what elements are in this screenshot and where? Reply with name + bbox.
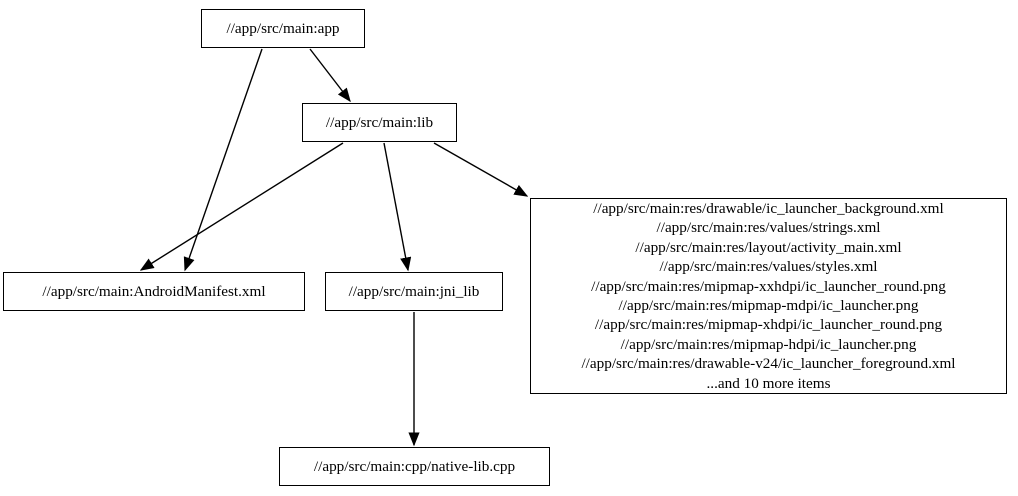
node-res-bundle[interactable]: //app/src/main:res/drawable/ic_launcher_… — [530, 198, 1007, 394]
node-app-label: //app/src/main:app — [226, 19, 340, 37]
graph-edge-lib-to-res_bundle — [433, 142, 529, 197]
graph-edge-lib-to-jni_lib — [383, 142, 412, 272]
node-jni-lib[interactable]: //app/src/main:jni_lib — [325, 272, 503, 311]
res-bundle-line-1: //app/src/main:res/values/strings.xml — [656, 219, 881, 237]
res-bundle-line-6: //app/src/main:res/mipmap-xhdpi/ic_launc… — [594, 316, 943, 334]
graph-edges — [139, 48, 529, 447]
graph-edge-lib-to-manifest — [139, 142, 344, 271]
node-native-lib-cpp[interactable]: //app/src/main:cpp/native-lib.cpp — [279, 447, 550, 486]
node-res-bundle-label: //app/src/main:res/drawable/ic_launcher_… — [577, 199, 959, 393]
res-bundle-line-5: //app/src/main:res/mipmap-mdpi/ic_launch… — [618, 297, 919, 314]
res-bundle-line-7: //app/src/main:res/mipmap-hdpi/ic_launch… — [620, 335, 917, 353]
node-lib-label: //app/src/main:lib — [325, 113, 434, 131]
res-bundle-line-9: ...and 10 more items — [706, 374, 831, 392]
node-lib[interactable]: //app/src/main:lib — [302, 103, 457, 142]
node-android-manifest[interactable]: //app/src/main:AndroidManifest.xml — [3, 272, 305, 311]
node-app[interactable]: //app/src/main:app — [201, 9, 365, 48]
node-android-manifest-label: //app/src/main:AndroidManifest.xml — [42, 282, 266, 300]
res-bundle-line-4: //app/src/main:res/mipmap-xxhdpi/ic_laun… — [591, 277, 946, 295]
graph-edge-app-to-manifest — [183, 48, 263, 272]
res-bundle-line-8: //app/src/main:res/drawable-v24/ic_launc… — [581, 355, 956, 373]
res-bundle-line-2: //app/src/main:res/layout/activity_main.… — [635, 238, 902, 256]
graph-edge-app-to-lib — [309, 48, 351, 103]
res-bundle-line-3: //app/src/main:res/values/styles.xml — [659, 258, 878, 276]
node-native-lib-cpp-label: //app/src/main:cpp/native-lib.cpp — [313, 457, 516, 475]
res-bundle-line-0: //app/src/main:res/drawable/ic_launcher_… — [593, 199, 944, 217]
node-jni-lib-label: //app/src/main:jni_lib — [348, 282, 480, 300]
